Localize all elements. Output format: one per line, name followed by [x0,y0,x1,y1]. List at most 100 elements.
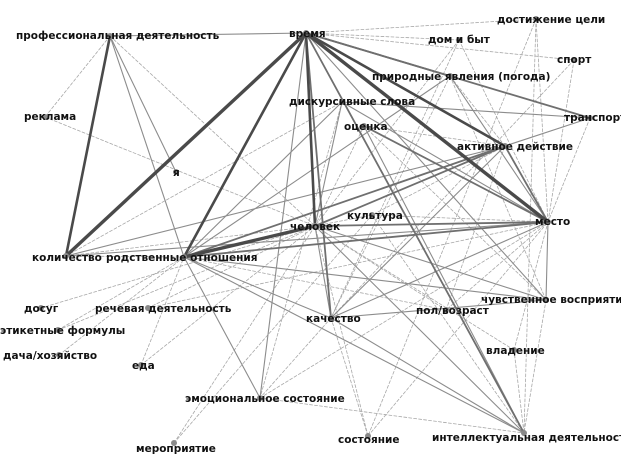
edge-reklama-chelovek [44,116,316,227]
edge-dom-kachestvo [330,39,460,319]
edge-etiket-chelovek [57,225,316,331]
edge-rodstv-emoc [183,256,261,399]
edge-chelovek-aktiv [314,145,506,227]
node-dosug [38,305,44,311]
node-label-eda: еда [132,360,155,372]
node-label-dostizh: достижение цели [497,14,605,26]
edge-kachestvo-intellekt [330,317,525,434]
edge-kultura-intellekt [371,214,525,434]
node-priroda [447,73,453,79]
node-label-mesto: место [535,216,570,228]
node-chuvstv [543,297,549,303]
edge-sport-kachestvo [330,59,575,319]
edge-meropr-kultura [173,214,373,444]
node-label-etiket: этикетные формулы [0,325,125,337]
edge-vremya-dom [305,32,460,41]
edge-ocenka-chuvstv [363,125,547,301]
edge-rodstv-kachestvo [183,256,332,319]
node-ocenka [361,123,367,129]
edge-dacha-rodstv [58,256,185,356]
edge-mesto-kachestvo [330,221,549,319]
edge-kolichestvo-diskurs [65,101,343,257]
node-label-meropr: мероприятие [136,443,216,455]
node-kachestvo [328,315,334,321]
edge-prof-ya [109,35,177,173]
node-label-ya: я [173,167,180,179]
edge-eda-chelovek [140,225,316,366]
node-label-transport: транспорт [564,112,621,124]
edge-kachestvo-emoc [259,317,332,399]
node-kultura [369,212,375,218]
edge-vremya-kachestvo [305,32,332,319]
edge-aktiv-mesto [504,145,549,223]
node-transport [587,115,593,121]
edge-sostoyanie-chelovek [314,225,369,437]
edge-dostizh-mesto [535,18,549,223]
edge-chelovek-kultura [314,214,373,227]
node-label-kachestvo: качество [306,313,361,325]
edge-rodstv-chelovek [182,224,317,259]
edge-vremya-kolichestvo [64,31,308,258]
node-ya [173,169,179,175]
edge-sostoyanie-mesto [367,221,549,437]
edge-eda-rodstv [140,256,185,366]
edge-dom-mesto [458,39,549,223]
edge-ocenka-aktiv [363,125,506,147]
edge-vremya-chuvstv [305,32,547,301]
edge-aktiv-transport [504,117,591,147]
edge-diskurs-mesto [341,101,549,223]
edge-kachestvo-chuvstv [330,299,547,319]
node-label-sostoyanie: состояние [338,434,399,446]
node-label-rodstv: родственные отношения [106,252,257,264]
node-label-diskurs: дискурсивные слова [289,96,415,108]
edge-emoc-intellekt [259,397,525,434]
edge-pol-chelovek [314,225,447,311]
edge-vremya-priroda [305,32,451,77]
edge-ocenka-intellekt [363,125,525,434]
edge-vremya-rodstv [182,31,308,259]
edge-rechevaya-mesto [147,221,549,309]
node-label-kultura: культура [347,210,403,222]
node-label-prof: профессиональная деятельность [16,30,220,42]
edge-vladenie-chelovek [314,225,515,351]
edge-kolichestvo-chelovek [65,225,316,257]
node-chelovek [312,223,318,229]
node-label-chelovek: человек [290,221,340,233]
node-rechevaya [145,305,151,311]
edge-chuvstv-mesto [545,221,549,301]
node-dom [456,37,462,43]
edge-priroda-kachestvo [330,75,451,319]
edge-aktiv-priroda [449,75,506,147]
node-label-aktiv: активное действие [457,141,573,153]
edge-vremya-mesto [304,31,550,224]
edge-vladenie-mesto [513,221,549,351]
edge-aktiv-kachestvo [330,145,506,319]
node-mesto [545,219,551,225]
node-label-sport: спорт [557,54,592,66]
edge-rodstv-pol [183,256,447,311]
edge-mesto-pol [445,221,549,311]
node-dacha [56,352,62,358]
node-label-reklama: реклама [24,111,76,123]
node-label-vladenie: владение [486,345,545,357]
edge-pol-aktiv [445,145,506,311]
node-reklama [42,114,48,120]
node-diskurs [339,99,345,105]
edge-priroda-chuvstv [449,75,547,301]
edge-meropr-chelovek [173,225,316,444]
edge-kultura-mesto [371,214,549,223]
node-kolichestvo [63,253,69,259]
edge-prof-reklama [44,35,111,118]
edge-sport-mesto [547,59,575,223]
node-label-kolichestvo: количество [32,252,102,264]
edge-kachestvo-sostoyanie [330,317,369,437]
node-vremya [303,30,309,36]
edge-ocenka-mesto [363,125,549,223]
edge-chelovek-ocenka [314,125,365,227]
node-label-chuvstv: чувственное восприятие [481,294,621,306]
nodes-layer [38,16,593,446]
edge-vremya-prof [109,32,307,37]
node-label-dacha: дача/хозяйство [3,350,97,362]
